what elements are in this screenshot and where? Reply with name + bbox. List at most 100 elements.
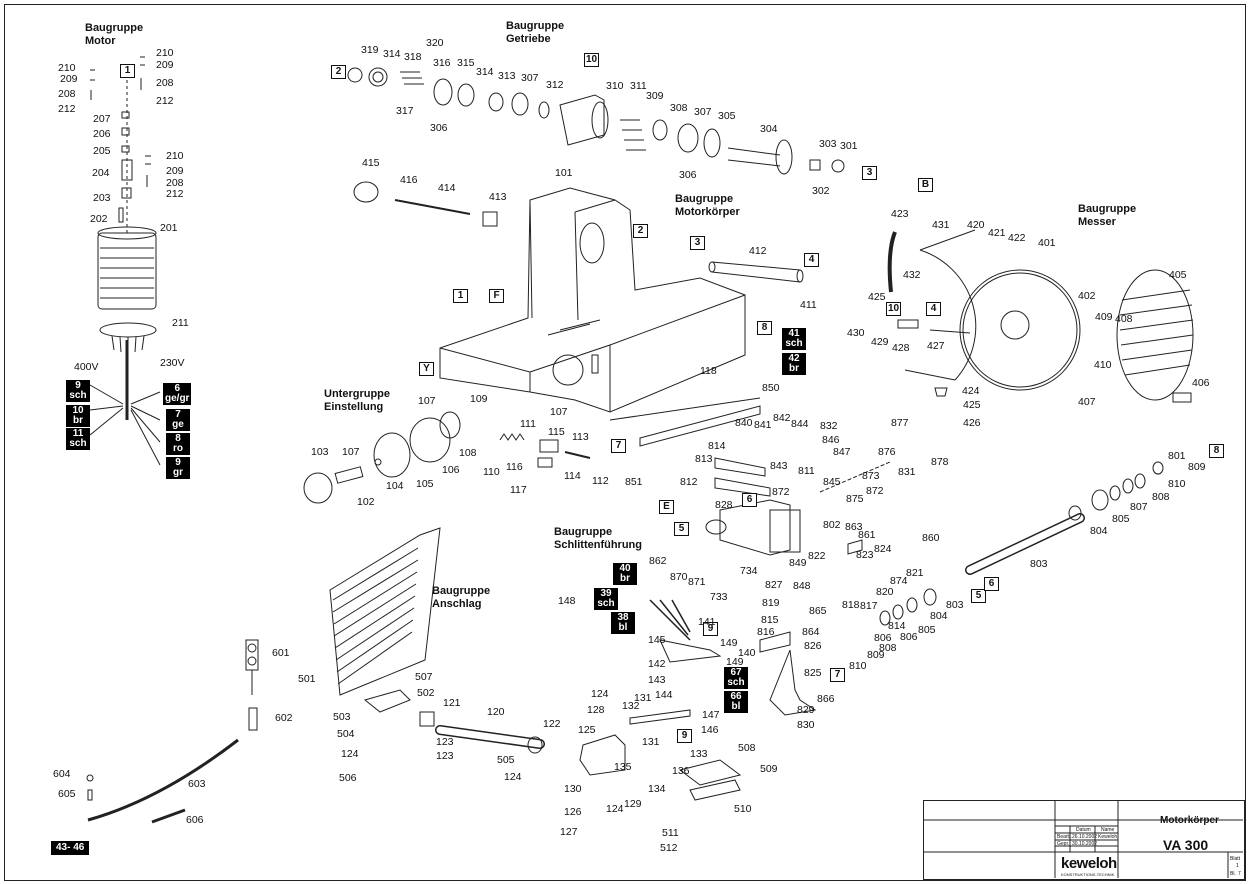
part-number-label: 204 [92,167,110,179]
part-number-label: 111 [520,418,536,430]
part-number-label: 108 [459,447,477,459]
part-number-label: 512 [660,842,678,854]
part-number-label: 847 [833,446,851,458]
part-number-label: 870 [670,571,688,583]
part-number-label: 205 [93,145,111,157]
part-number-label: 144 [655,689,673,701]
part-number-label: 208 [166,177,184,189]
adjustment-assembly [303,411,591,504]
part-number-label: 817 [860,600,878,612]
part-number-label: 501 [298,673,316,685]
part-number-label: 305 [718,110,736,122]
part-number-label: 209 [166,165,184,177]
part-number-label: 877 [891,417,909,429]
part-number-label: 314 [476,66,494,78]
ref-box: 5 [971,589,986,603]
part-number-label: 843 [770,460,788,472]
part-number-label: 308 [670,102,688,114]
part-number-label: 850 [762,382,780,394]
gearbox-assembly [347,67,845,175]
part-number-label: 209 [156,59,174,71]
part-number-label: 876 [878,446,896,458]
col-datum: Datum [1076,827,1091,833]
part-number-label: 147 [702,709,720,721]
fence-assembly [329,527,545,754]
part-number-label: 806 [900,631,918,643]
part-number-label: 409 [1095,311,1113,323]
part-number-label: 207 [93,113,111,125]
part-number-label: 825 [804,667,822,679]
ref-box: 2 [331,65,346,79]
part-number-label: 109 [470,393,488,405]
part-number-label: 831 [898,466,916,478]
part-number-label: 845 [823,476,841,488]
sheet-label: Blatt [1230,856,1241,862]
part-number-label: 848 [793,580,811,592]
part-number-label: 426 [963,417,981,429]
part-number-label: 134 [648,783,666,795]
slide-assembly [579,599,742,801]
row-bearb-name: Keweloh [1098,834,1118,840]
ref-box: F [489,289,504,303]
row-bearb-date: 26.10.2002 [1072,834,1098,840]
part-number-label: 414 [438,182,456,194]
part-number-label: 202 [90,213,108,225]
part-number-label: 862 [649,555,667,567]
part-number-label: 804 [1090,525,1108,537]
part-number-label: 605 [58,788,76,800]
part-number-label: 827 [765,579,783,591]
part-number-label: 317 [396,105,414,117]
part-number-label: 131 [642,736,660,748]
part-number-label: 306 [430,122,448,134]
part-number-label: 201 [160,222,178,234]
part-number-label: 425 [963,399,981,411]
part-number-label: 844 [791,418,809,430]
part-number-label: 112 [592,475,609,487]
motor-assembly [89,56,161,466]
part-number-label: 803 [1030,558,1048,570]
ref-box: 5 [674,522,689,536]
part-number-label: 110 [483,466,500,478]
part-number-label: 506 [339,772,357,784]
part-number-label: 805 [918,624,936,636]
part-number-label: 107 [418,395,436,407]
ref-box: 2 [633,224,648,238]
part-number-label: 864 [802,626,820,638]
part-number-label: 408 [1115,313,1133,325]
part-number-label: 430 [847,327,865,339]
part-number-label: 412 [749,245,767,257]
sheet-number: 1 [1236,863,1239,869]
part-number-label: 510 [734,803,752,815]
part-number-label: 424 [962,385,980,397]
ref-box: 9 [703,622,718,636]
part-number-label: 812 [680,476,698,488]
part-number-label: 504 [337,728,355,740]
part-number-label: 123 [436,750,454,762]
part-number-label: 734 [740,565,758,577]
row-gepr: Gepr. [1057,841,1070,847]
title-block: Motorkörper VA 300 Datum Name Bearb. 26.… [923,800,1245,880]
part-number-label: 413 [489,191,507,203]
part-number-label: 149 [726,656,744,668]
part-number-label: 801 [1168,450,1186,462]
part-number-label: 427 [927,340,945,352]
part-number-label: 802 [823,519,841,531]
part-number-label: 407 [1078,396,1096,408]
part-number-label: 145 [648,634,666,646]
part-number-label: 866 [817,693,835,705]
part-number-label: 113 [572,431,589,443]
part-number-label: 422 [1008,232,1026,244]
ref-box: 6 [984,577,999,591]
part-number-label: 124 [606,803,624,815]
